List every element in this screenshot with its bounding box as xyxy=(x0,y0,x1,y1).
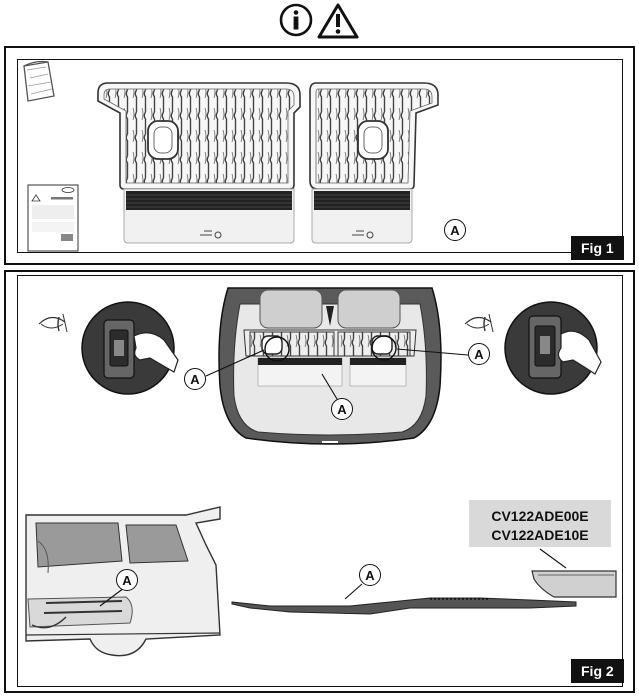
fig2-callout-a-right: A xyxy=(468,343,490,365)
rear-mat-small xyxy=(309,82,439,244)
car-boot-top-view xyxy=(218,287,442,445)
tray-profile xyxy=(531,570,617,598)
mat-side-profile xyxy=(231,597,577,615)
part-number-box: CV122ADE00E CV122ADE10E xyxy=(469,500,611,547)
warning-triangle-icon xyxy=(317,3,359,39)
fig2-callout-a-profile: A xyxy=(359,564,381,586)
fig2-callout-a-center: A xyxy=(331,398,353,420)
fig2-callout-a-left: A xyxy=(184,368,206,390)
eye-icon-right xyxy=(464,313,494,333)
part-number-2: CV122ADE10E xyxy=(491,527,589,543)
instruction-leaflet-icon xyxy=(27,184,79,252)
fig1-callout-a: A xyxy=(444,219,466,241)
clip-detail-right xyxy=(504,301,602,395)
fig2-callout-a-side: A xyxy=(116,569,138,591)
part-number-1: CV122ADE00E xyxy=(491,508,589,524)
plastic-bag-icon xyxy=(23,60,55,102)
info-circle-icon xyxy=(279,3,313,37)
fig1-label: Fig 1 xyxy=(571,236,624,260)
eye-icon-left xyxy=(38,313,68,333)
clip-detail-left xyxy=(81,301,179,395)
fig2-label: Fig 2 xyxy=(571,659,624,683)
rear-mat-large xyxy=(97,82,301,244)
